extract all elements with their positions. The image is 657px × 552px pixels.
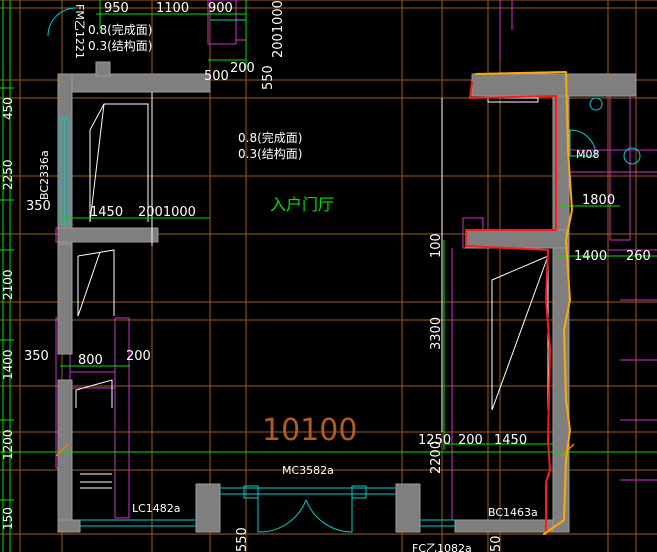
dim-200-right: 200 (458, 433, 483, 448)
dim-350-upper: 350 (26, 199, 51, 214)
left-dimension-chain (0, 0, 14, 552)
bottom-labels: LC1482a MC3582a BC1463a FC乙1082a 550 50 (132, 464, 538, 552)
markup-strokes (465, 71, 573, 535)
left-450: 450 (1, 97, 15, 120)
dim-2001000-left: 2001000 (138, 205, 196, 220)
wall-left-lower (57, 243, 73, 355)
dim-1450-right: 1450 (494, 433, 527, 448)
dim-2001000-vertical: 2001000 (271, 0, 286, 58)
wall-top-left (57, 73, 211, 93)
dim-200-left: 200 (126, 349, 151, 364)
top-elev-finished: 0.8(完成面) (88, 22, 152, 37)
m08-label: M08 (576, 148, 600, 161)
dim-100-vertical: 100 (429, 233, 444, 258)
center-elev-finished: 0.8(完成面) (238, 130, 302, 145)
dim-1100: 1100 (156, 1, 189, 16)
dim-200-top: 200 (230, 61, 255, 76)
room-label: 入户门厅 (270, 195, 334, 214)
dim-1400-right: 1400 (574, 249, 607, 264)
dim-260: 260 (626, 249, 651, 264)
markup-orange (475, 71, 573, 535)
wall-right-top (471, 73, 637, 97)
dimension-lines (0, 0, 657, 453)
dim-500-top: 500 (204, 69, 229, 84)
dim-950: 950 (104, 1, 129, 16)
left-edge-text: 450 2250 2100 1400 1200 150 (1, 97, 15, 530)
left-1400: 1400 (1, 349, 15, 380)
top-dim-text: 950 1100 900 200 500 550 2001000 (104, 0, 286, 90)
bottom-50: 50 (489, 535, 504, 552)
left-150: 150 (1, 507, 15, 530)
top-elev-structural: 0.3(结构面) (88, 38, 152, 53)
mc-door-label: MC3582a (282, 464, 334, 477)
center-elev-structural: 0.3(结构面) (238, 146, 302, 161)
wall-right-mid (465, 229, 567, 249)
wall-top-stub (95, 61, 111, 77)
left-2100: 2100 (1, 269, 15, 300)
left-1200: 1200 (1, 429, 15, 460)
right-dim-text: 100 3300 2200 1250 200 1450 1800 1400 26… (418, 148, 651, 474)
left-dim-text: 350 1450 2001000 350 800 200 BC2336a (24, 150, 196, 368)
wall-left-mid (57, 227, 159, 243)
lc-window-label: LC1482a (132, 502, 181, 515)
dim-2200-vertical: 2200 (429, 441, 444, 474)
top-annotations: 0.8(完成面) 0.3(结构面) FM乙1221 (73, 4, 152, 59)
dim-1250: 1250 (418, 433, 451, 448)
dim-3300-vertical: 3300 (429, 317, 444, 350)
fc-bottom-label: FC乙1082a (412, 542, 472, 552)
wall-bottom-left (57, 519, 81, 533)
bottom-550: 550 (235, 527, 250, 552)
dim-1450-left: 1450 (90, 205, 123, 220)
bc-window-label: BC2336a (38, 150, 51, 200)
dim-900: 900 (208, 1, 233, 16)
dim-1800: 1800 (582, 193, 615, 208)
dim-550-vertical: 550 (261, 65, 276, 90)
wall-bottom-left2 (195, 483, 221, 533)
center-annotations: 0.8(完成面) 0.3(结构面) (238, 130, 302, 161)
wall-left-bottom (57, 379, 73, 531)
cyan-openings (47, 7, 641, 533)
wall-bottom-right (454, 519, 558, 533)
left-2250: 2250 (1, 159, 15, 190)
dim-350-lower: 350 (24, 349, 49, 364)
bc-bottom-label: BC1463a (488, 506, 538, 519)
main-dimension: 10100 (262, 413, 357, 448)
markup-red (465, 81, 557, 535)
fm-door-label: FM乙1221 (73, 4, 86, 59)
wall-bottom-mid (395, 483, 421, 533)
dim-800: 800 (78, 353, 103, 368)
